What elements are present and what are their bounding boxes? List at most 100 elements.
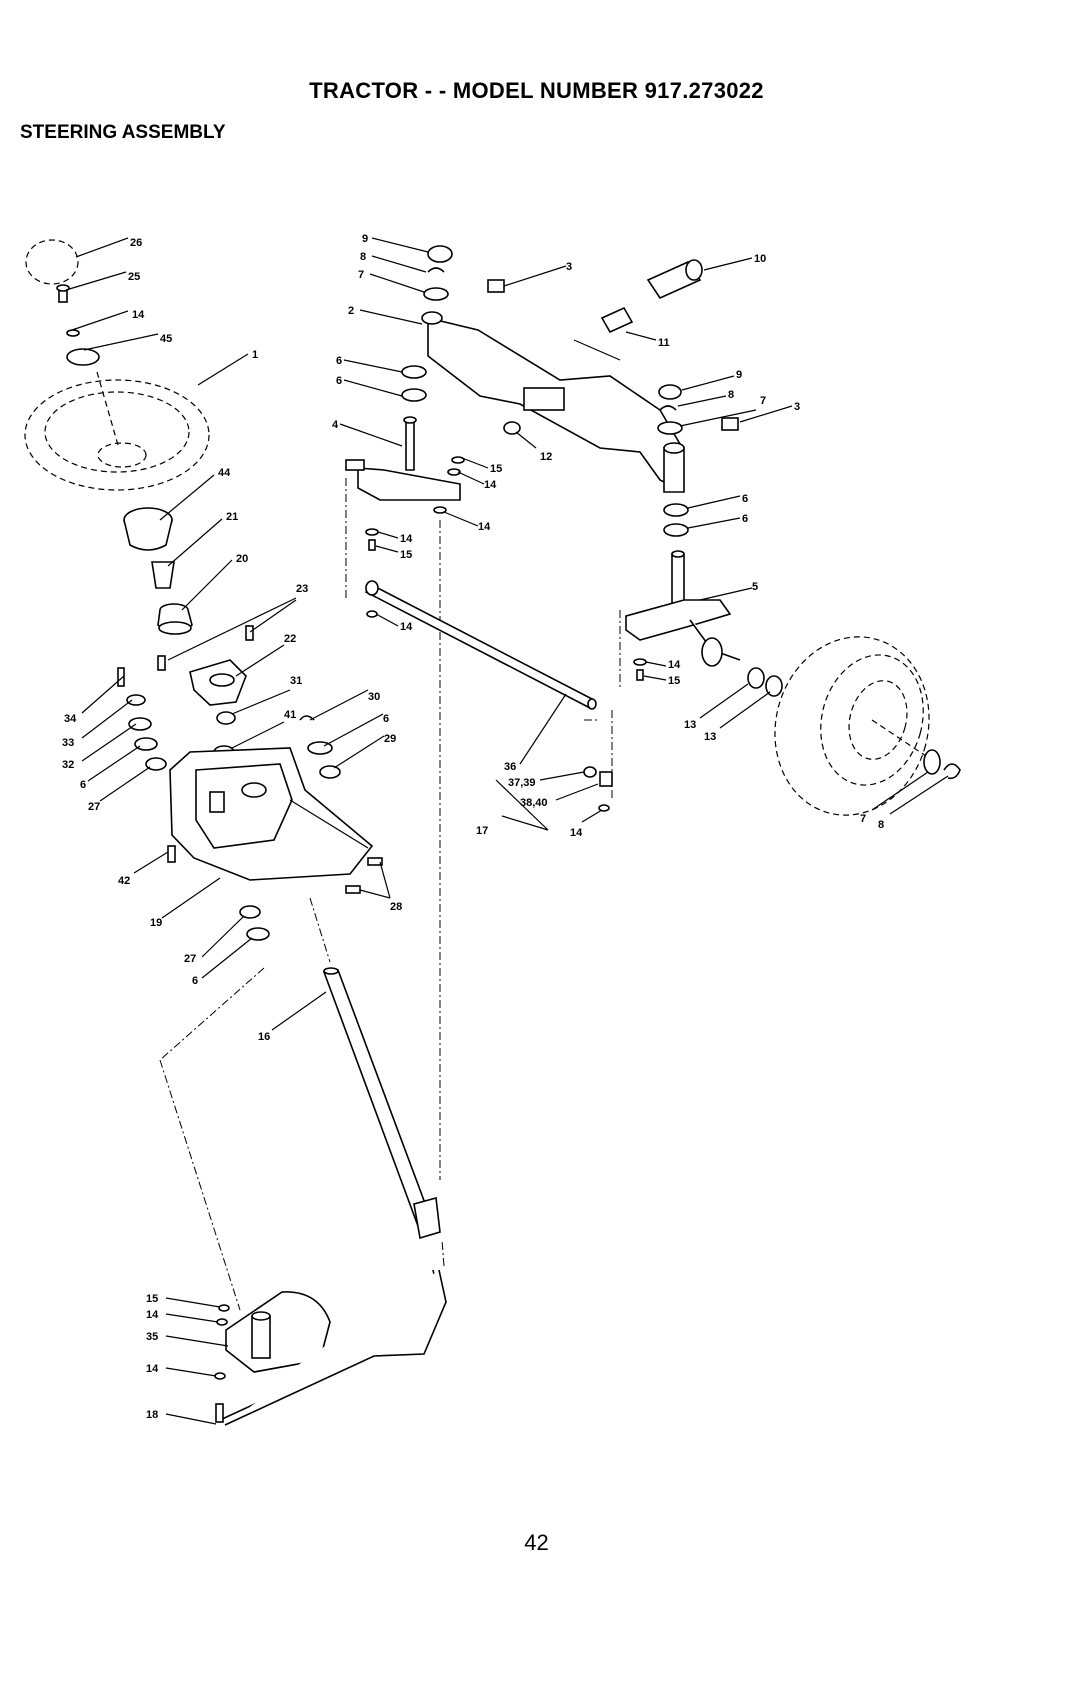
callout-8: 8 [878,819,884,831]
page-number: 42 [0,1530,1073,1556]
callout-9: 9 [362,233,368,245]
callout-21: 21 [226,511,238,523]
bolt-18 [216,1404,223,1422]
callout-14: 14 [484,479,497,491]
clip-8 [428,268,444,272]
washer-7-right [658,422,682,434]
washer-14-left [366,529,378,535]
callout-27: 27 [184,953,196,965]
callout-13: 13 [704,731,716,743]
callout-14: 14 [400,533,413,545]
callout-6: 6 [383,713,389,725]
spindle-5 [626,551,740,666]
callout-8: 8 [728,389,734,401]
callout-17: 17 [476,825,488,837]
bolt-28b [346,886,360,893]
callout-6: 6 [336,375,342,387]
callout-9: 9 [736,369,742,381]
bearing-6a [402,366,426,378]
callout-15: 15 [490,463,502,475]
steering-bolt [57,285,69,302]
clip-8-wheel [944,764,960,778]
washer-6-lower [247,928,269,940]
callout-22: 22 [284,633,296,645]
callout-14: 14 [132,309,145,321]
callout-37-39: 37,39 [508,777,536,789]
callout-25: 25 [128,271,140,283]
steering-support-19 [170,748,372,880]
washer-14-joint [599,805,609,811]
callout-15: 15 [146,1293,158,1305]
callout-45: 45 [160,333,172,345]
bearing-6c [664,504,688,516]
callout-16: 16 [258,1031,270,1043]
bolt-15-left [369,540,375,550]
grease-fitting-3-right [722,418,738,430]
callout-29: 29 [384,733,396,745]
jam-nut-38-40 [600,772,612,786]
callout-30: 30 [368,691,380,703]
tie-rod-36 [366,581,596,709]
bearing-32 [129,718,151,730]
bearing-6b [402,389,426,401]
bearing-6d [664,524,688,536]
callout-38-40: 38,40 [520,797,548,809]
washer-33 [127,695,145,705]
callout-5: 5 [752,581,758,593]
steering-boot-20 [158,604,192,634]
callout-13: 13 [684,719,696,731]
cap-9-right [659,385,681,399]
callout-2: 2 [348,305,354,317]
bolt-28a [368,858,382,865]
callout-7: 7 [860,813,866,825]
callout-31: 31 [290,675,302,687]
steering-cap [26,240,78,284]
callout-15: 15 [668,675,680,687]
callout-8: 8 [360,251,366,263]
callout-32: 32 [62,759,74,771]
callout-18: 18 [146,1409,158,1421]
washer-7 [424,288,448,300]
bushing-29 [320,766,340,778]
callout-15: 15 [400,549,412,561]
steering-wheel [25,372,209,490]
ball-joint-37-39 [584,767,596,777]
callout-11: 11 [658,337,670,349]
callout-23: 23 [296,583,308,595]
cap-9 [428,246,452,262]
washer-6 [135,738,157,750]
callout-6: 6 [742,513,748,525]
callout-14: 14 [146,1309,159,1321]
steering-adapter-21 [152,562,174,588]
callout-14: 14 [146,1363,159,1375]
callout-14: 14 [668,659,681,671]
callout-14: 14 [478,521,491,533]
washer-7-wheel [924,750,940,774]
callout-19: 19 [150,917,162,929]
steering-plate [67,349,99,365]
callout-10: 10 [754,253,766,265]
spindle-4 [346,417,460,500]
callout-6: 6 [192,975,198,987]
callout-33: 33 [62,737,74,749]
callout-14: 14 [570,827,583,839]
grease-fitting-3 [488,280,504,292]
callout-3: 3 [794,401,800,413]
callout-7: 7 [358,269,364,281]
callout-34: 34 [64,713,77,725]
steering-bushing-44 [124,508,172,550]
steering-shaft-16 [324,968,440,1238]
callout-44: 44 [218,467,231,479]
callout-35: 35 [146,1331,158,1343]
washer-14 [217,1319,227,1325]
clip-8-right [660,406,676,410]
callout-3: 3 [566,261,572,273]
washer-14-right [634,659,646,665]
callout-4: 4 [332,419,339,431]
washer-14-lower [215,1373,225,1379]
washer [67,330,79,336]
callout-12: 12 [540,451,552,463]
bolt-15-right [637,670,643,680]
callout-7: 7 [760,395,766,407]
